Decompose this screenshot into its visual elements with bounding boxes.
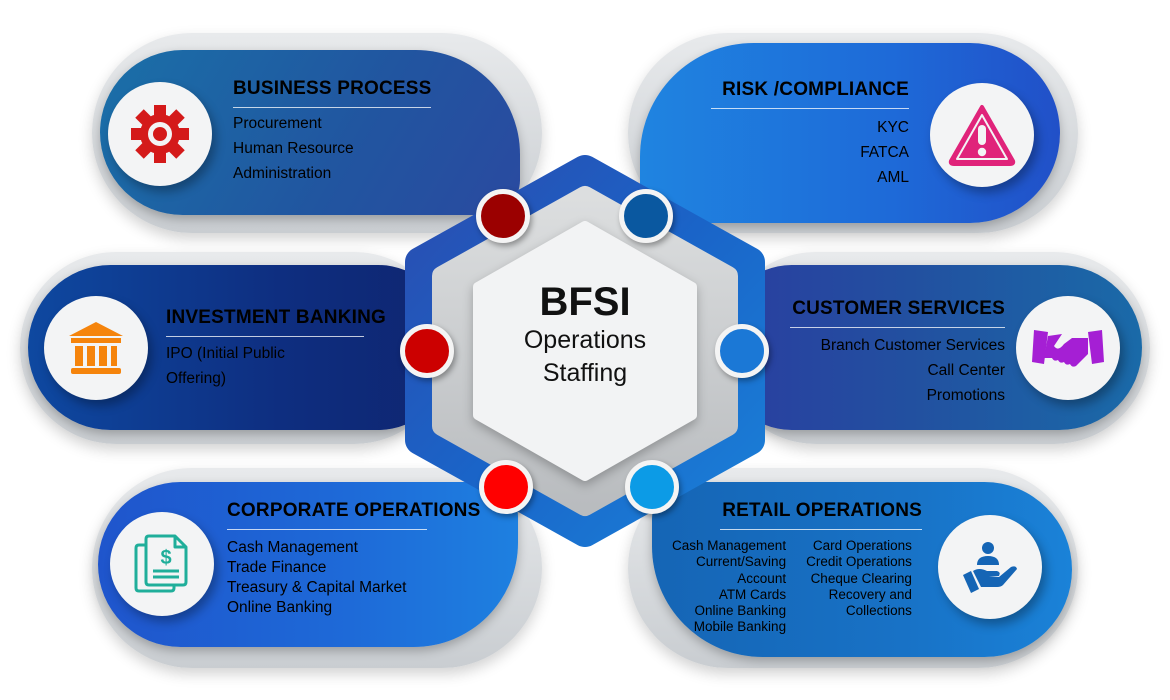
- hand-person-icon: [963, 542, 1017, 593]
- risk-compliance-connector-dot: [619, 189, 673, 243]
- list-item: Offering): [166, 370, 227, 387]
- investment-banking-connector-dot: [400, 324, 454, 378]
- list-item: IPO (Initial Public: [166, 345, 285, 362]
- center-title: BFSI: [539, 280, 631, 324]
- investment-banking-title: INVESTMENT BANKING: [166, 307, 386, 337]
- customer-services-list: Branch Customer Services Call Center Pro…: [790, 333, 1005, 408]
- list-item: Cash Management: [672, 538, 787, 553]
- list-item: ATM Cards: [718, 586, 787, 602]
- business-process-connector-dot: [476, 189, 530, 243]
- risk-compliance-icon-circle: [930, 83, 1034, 187]
- business-process-title: BUSINESS PROCESS: [233, 78, 431, 108]
- retail-operations-column-1: Cash Management Current/Saving Account A…: [672, 538, 786, 636]
- list-item: Trade Finance: [227, 559, 327, 576]
- corporate-operations-list: Cash Management Trade Finance Treasury &…: [227, 538, 406, 618]
- handshake-icon: [1032, 330, 1104, 367]
- customer-services-title: CUSTOMER SERVICES: [790, 298, 1005, 328]
- gear-icon: [131, 105, 189, 163]
- list-item: Call Center: [927, 362, 1005, 379]
- list-item: Promotions: [926, 387, 1005, 404]
- list-item: Branch Customer Services: [820, 337, 1005, 354]
- document-dollar-icon: $: [134, 534, 188, 593]
- retail-operations-title: RETAIL OPERATIONS: [720, 500, 922, 530]
- customer-services-icon-circle: [1016, 296, 1120, 400]
- warning-icon: [948, 105, 1016, 166]
- list-item: Human Resource: [233, 140, 354, 157]
- list-item: Current/Saving: [696, 554, 787, 570]
- business-process-icon-circle: [108, 82, 212, 186]
- risk-compliance-list: KYC FATCA AML: [711, 115, 909, 190]
- list-item: Procurement: [233, 115, 322, 132]
- center-label: BFSI Operations Staffing: [470, 280, 700, 390]
- list-item: Cash Management: [227, 539, 358, 556]
- list-item: Recovery and: [828, 586, 912, 602]
- list-item: FATCA: [860, 144, 909, 161]
- retail-operations-icon-circle: [938, 515, 1042, 619]
- list-item: Card Operations: [812, 538, 912, 553]
- center-subtitle-line2: Staffing: [542, 359, 628, 387]
- corporate-operations-icon-circle: $: [110, 512, 214, 616]
- list-item: Account: [737, 570, 787, 586]
- business-process-list: Procurement Human Resource Administratio…: [233, 111, 354, 186]
- center-subtitle-line1: Operations: [523, 326, 647, 354]
- list-item: Collections: [845, 603, 912, 619]
- investment-banking-icon-circle: [44, 296, 148, 400]
- list-item: Online Banking: [694, 603, 787, 619]
- corporate-operations-title: CORPORATE OPERATIONS: [227, 500, 480, 530]
- list-item: Mobile Banking: [693, 619, 787, 635]
- customer-services-connector-dot: [715, 324, 769, 378]
- list-item: AML: [877, 169, 909, 186]
- list-item: Cheque Clearing: [810, 570, 912, 586]
- list-item: Credit Operations: [806, 554, 912, 570]
- retail-operations-column-2: Card Operations Credit Operations Cheque…: [806, 538, 912, 636]
- risk-compliance-title: RISK /COMPLIANCE: [711, 79, 909, 109]
- bank-icon: [69, 322, 123, 374]
- list-item: Online Banking: [227, 599, 333, 616]
- list-item: Treasury & Capital Market: [227, 579, 407, 596]
- svg-text:$: $: [160, 547, 171, 569]
- retail-operations-connector-dot: [625, 460, 679, 514]
- list-item: KYC: [877, 119, 909, 136]
- investment-banking-list: IPO (Initial Public Offering): [166, 341, 285, 391]
- list-item: Administration: [233, 165, 332, 182]
- retail-operations-list: Cash Management Current/Saving Account A…: [672, 538, 912, 636]
- corporate-operations-connector-dot: [479, 460, 533, 514]
